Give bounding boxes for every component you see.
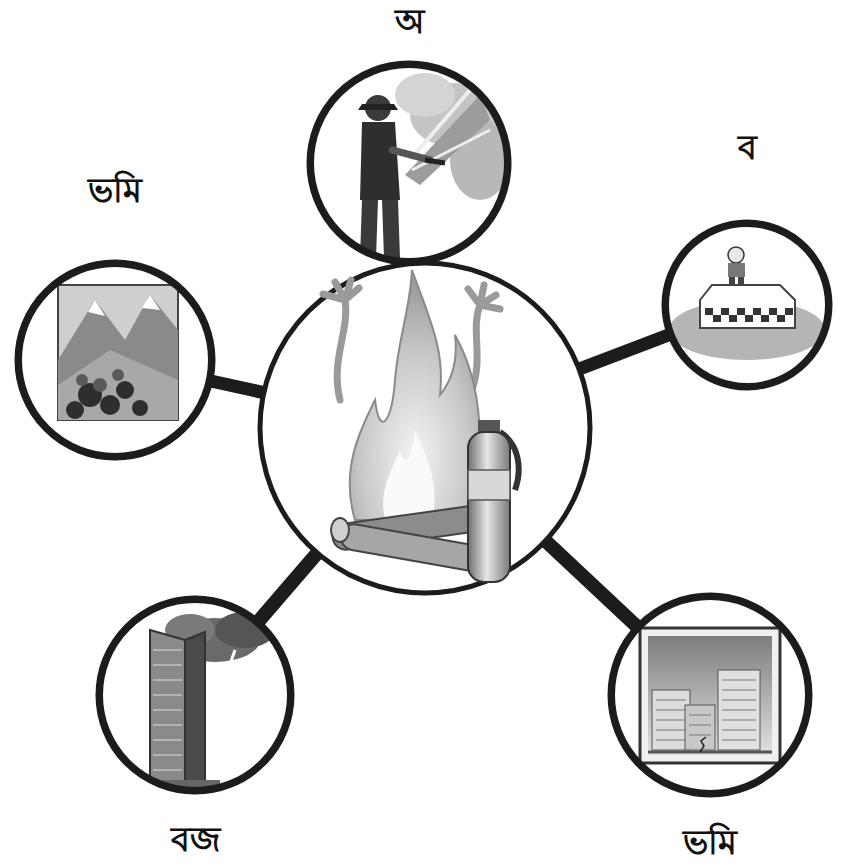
hazard-circle: ব xyxy=(664,222,830,388)
circle-outline xyxy=(309,63,509,263)
node-label: ভমি xyxy=(88,171,142,210)
hazard-circle: বজ xyxy=(98,598,292,792)
circle-border xyxy=(667,225,828,386)
circle-outline xyxy=(664,222,830,388)
hazard-circle: ভমি xyxy=(610,595,810,795)
circle-outline xyxy=(610,595,810,795)
flood-picture xyxy=(669,247,825,360)
hazard-circle: অ xyxy=(309,63,509,263)
circle-border xyxy=(20,265,211,456)
center-circle xyxy=(260,263,590,593)
node-label: বজ xyxy=(171,820,220,859)
circle-outline xyxy=(98,598,292,792)
city-picture xyxy=(640,628,780,763)
lightning-picture xyxy=(140,612,275,790)
node-label: ব xyxy=(738,128,757,167)
landslide-picture xyxy=(58,285,178,420)
hazard-circle: ভমি xyxy=(17,262,213,458)
circle-border xyxy=(613,598,808,793)
circle-border xyxy=(312,66,507,261)
circle-border xyxy=(101,601,290,790)
node-label: ভমি xyxy=(683,823,737,862)
node-label: অ xyxy=(395,2,424,41)
circle-outline xyxy=(17,262,213,458)
fire-scene xyxy=(323,270,519,582)
